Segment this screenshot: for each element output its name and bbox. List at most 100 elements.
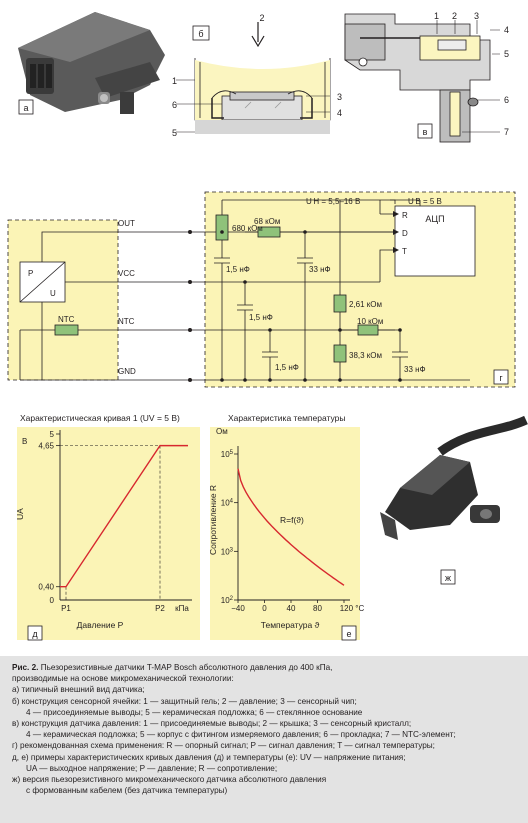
panel-label-e: е bbox=[346, 629, 351, 639]
ntc-box-label: NTC bbox=[58, 315, 75, 324]
label-v-7: 7 bbox=[504, 127, 509, 137]
chart-e-x-tick-label: 120 °C bbox=[340, 604, 365, 613]
caption-title-rest: Пьезорезистивные датчики T-MAP Bosch абс… bbox=[38, 663, 333, 672]
resistor-38-3k bbox=[333, 344, 347, 363]
panel-label-box-g bbox=[493, 369, 509, 385]
label-b-5: 5 bbox=[172, 128, 177, 138]
adc-pin-d: D bbox=[402, 229, 408, 238]
figure-caption: Рис. 2. Пьезорезистивные датчики T-MAP B… bbox=[12, 662, 522, 796]
caption-line-4: б) конструкция сенсорной ячейки: 1 — защ… bbox=[12, 696, 357, 706]
label-b-2: 2 bbox=[259, 13, 264, 23]
resistor-2-61k bbox=[333, 294, 347, 313]
label-v-4: 4 bbox=[504, 25, 509, 35]
chart-e-x-tick-label: 0 bbox=[262, 604, 267, 613]
adc-label: АЦП bbox=[425, 214, 444, 224]
panel-label-zh: ж bbox=[445, 573, 451, 583]
chart-e-background bbox=[210, 427, 360, 640]
label-v-2: 2 bbox=[452, 11, 457, 21]
caption-line-6: в) конструкция датчика давления: 1 — при… bbox=[12, 719, 412, 729]
panel-label-v: в bbox=[423, 127, 428, 137]
r383-label: 38,3 кОм bbox=[349, 351, 382, 360]
r10-label: 10 кОм bbox=[357, 317, 383, 326]
caption-line-3: а) типичный внешний вид датчика; bbox=[12, 685, 145, 695]
wire-ntc-label: NTC bbox=[118, 317, 135, 326]
panel-label-box-zh bbox=[440, 569, 456, 585]
chart-d-x-tick-label: P1 bbox=[61, 604, 71, 613]
resistor-680k bbox=[215, 214, 229, 241]
sensor-cell-diagram-b bbox=[176, 22, 331, 134]
label-b-1: 1 bbox=[172, 76, 177, 86]
caption-line-12: с формованным кабелем (без датчика темпе… bbox=[26, 786, 228, 796]
label-b-4: 4 bbox=[337, 108, 342, 118]
caption-line-7: 4 — керамическая подложка; 5 — корпус с … bbox=[26, 730, 456, 740]
label-v-5: 5 bbox=[504, 49, 509, 59]
adc-pin-t: T bbox=[402, 247, 407, 256]
caption-line-11: ж) версия пьезорезистивного микромеханич… bbox=[12, 775, 327, 785]
sensor-u-label: U bbox=[50, 289, 56, 298]
c15b-label: 1,5 нФ bbox=[249, 313, 273, 322]
label-b-3: 3 bbox=[337, 92, 342, 102]
chart-e-y-tick-label: 105 bbox=[221, 450, 234, 459]
sensor-p-label: P bbox=[28, 269, 33, 278]
chart-d-y-tick-label: 0,40 bbox=[38, 583, 54, 592]
circuit-nodes bbox=[188, 211, 402, 382]
chart-d-unit: В bbox=[22, 437, 27, 446]
caption-line-2: производимые на основе микромеханической… bbox=[12, 674, 234, 684]
panel-label-box-e bbox=[341, 625, 357, 641]
chart-e-y-tick-label: 102 bbox=[221, 596, 234, 605]
c33b-label: 33 нФ bbox=[404, 365, 426, 374]
caption-title: Рис. 2. bbox=[12, 663, 39, 672]
c15c-label: 1,5 нФ bbox=[275, 363, 299, 372]
chart-e-x-tick-label: 40 bbox=[287, 604, 296, 613]
caption-line-9: д, е) примеры характеристических кривых … bbox=[12, 752, 406, 762]
label-v-1: 1 bbox=[434, 11, 439, 21]
panel-label-box-a bbox=[18, 99, 34, 115]
chart-e-unit: Ом bbox=[216, 427, 228, 436]
circuit-wires bbox=[19, 199, 476, 381]
wire-vcc-label: VCC bbox=[118, 269, 135, 278]
label-v-6: 6 bbox=[504, 95, 509, 105]
caption-background bbox=[0, 656, 528, 823]
adc-pin-r: R bbox=[402, 211, 408, 220]
label-v-3: 3 bbox=[474, 11, 479, 21]
chart-d-y-tick-label: 0 bbox=[50, 596, 55, 605]
sensor-photo-zh bbox=[380, 415, 528, 540]
r680-label: 680 кОм bbox=[232, 224, 263, 233]
chart-d-title: Характеристическая кривая 1 (UV = 5 В) bbox=[20, 413, 180, 423]
panel-label-box-d bbox=[27, 625, 43, 641]
chart-d-background bbox=[17, 427, 200, 640]
label-b-6: 6 bbox=[172, 100, 177, 110]
pressure-sensor-diagram-v bbox=[344, 13, 500, 143]
chart-e-y-tick-label: 104 bbox=[221, 499, 234, 508]
caption-line-10: UA — выходное напряжение; P — давление; … bbox=[26, 763, 278, 773]
chart-e-xlabel: Температура ϑ bbox=[261, 620, 320, 630]
caption-line-5: 4 — присоединяемые выводы; 5 — керамичес… bbox=[26, 707, 363, 717]
chart-e-ylabel: Сопротивление R bbox=[208, 485, 218, 555]
caption-line-8: г) рекомендованная схема применения: R —… bbox=[12, 741, 435, 751]
chart-e-title: Характеристика температуры bbox=[228, 413, 346, 423]
resistor-68k bbox=[257, 226, 281, 238]
r68-label: 68 кОм bbox=[254, 217, 280, 226]
ntc-element bbox=[54, 324, 79, 336]
wire-gnd-label: GND bbox=[118, 367, 136, 376]
chart-d-xlabel: Давление P bbox=[77, 620, 124, 630]
sensor-photo-a bbox=[18, 12, 165, 114]
supply-ub-label: U B = 5 В bbox=[408, 197, 442, 206]
chart-d-x-tick-label: кПа bbox=[175, 604, 189, 613]
chart-d-series-line bbox=[60, 444, 188, 588]
r261-label: 2,61 кОм bbox=[349, 300, 382, 309]
chart-e-formula: R=f(ϑ) bbox=[280, 515, 304, 525]
chart-e-x-tick-label: 80 bbox=[313, 604, 322, 613]
panel-label-d: д bbox=[32, 629, 38, 639]
chart-e-x-tick-label: −40 bbox=[231, 604, 245, 613]
chart-d-x-tick-label: P2 bbox=[155, 604, 165, 613]
c15a-label: 1,5 нФ bbox=[226, 265, 250, 274]
chart-d-y-tick-label: 5 bbox=[50, 430, 55, 439]
chart-e-series-line bbox=[237, 468, 345, 586]
supply-uh-label: U H = 5,5–16 В bbox=[306, 197, 360, 206]
c33a-label: 33 нФ bbox=[309, 265, 331, 274]
resistor-10k bbox=[357, 324, 379, 336]
